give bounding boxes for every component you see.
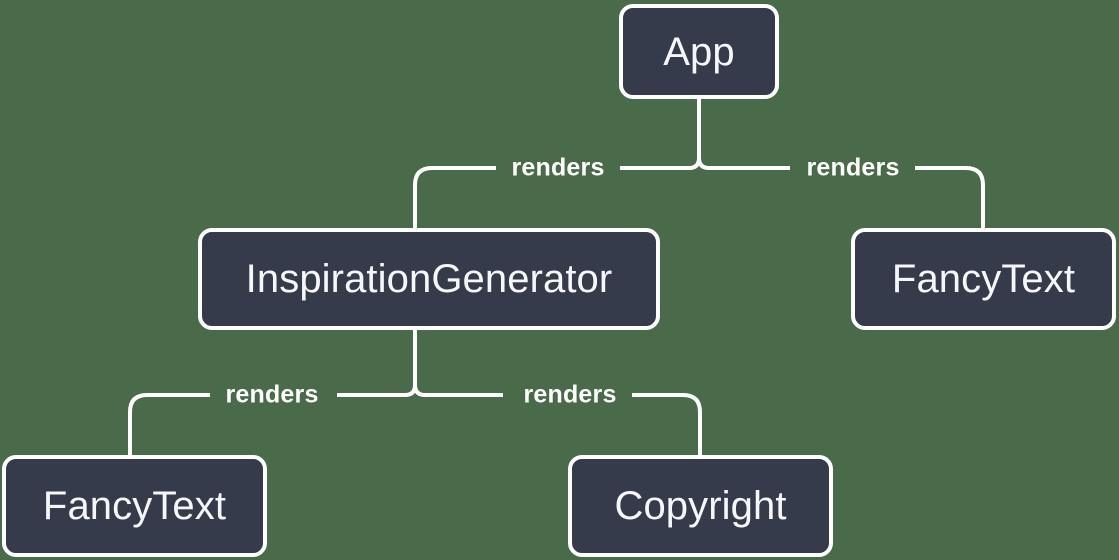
node-fancytext-left-label: FancyText (42, 484, 227, 528)
edge-label-inspiration-generator-copyright: renders (523, 380, 617, 409)
edge-app-inspgen (413, 166, 496, 228)
edge-app-stem-right (697, 99, 790, 170)
edge-label-app-inspiration-generator: renders (511, 153, 605, 182)
edge-app-fancytext-right (915, 166, 985, 228)
node-fancytext-right[interactable]: FancyText (851, 228, 1116, 330)
node-fancytext-right-label: FancyText (891, 257, 1076, 301)
edge-inspgen-stem (337, 330, 417, 397)
node-inspiration-generator-label: InspirationGenerator (245, 257, 613, 301)
edge-inspgen-stem-right (413, 330, 503, 397)
node-copyright-label: Copyright (614, 484, 787, 528)
edge-inspgen-copyright (632, 393, 702, 455)
node-app[interactable]: App (619, 4, 779, 99)
node-app-label: App (663, 29, 735, 74)
edge-label-inspiration-generator-fancytext-left: renders (225, 380, 319, 409)
node-fancytext-left[interactable]: FancyText (2, 455, 267, 557)
node-inspiration-generator[interactable]: InspirationGenerator (198, 228, 660, 330)
edge-app-stem (620, 99, 701, 170)
node-copyright[interactable]: Copyright (568, 455, 833, 557)
edge-label-app-fancytext-right: renders (806, 153, 900, 182)
edge-inspgen-fancytext-left (128, 393, 210, 455)
